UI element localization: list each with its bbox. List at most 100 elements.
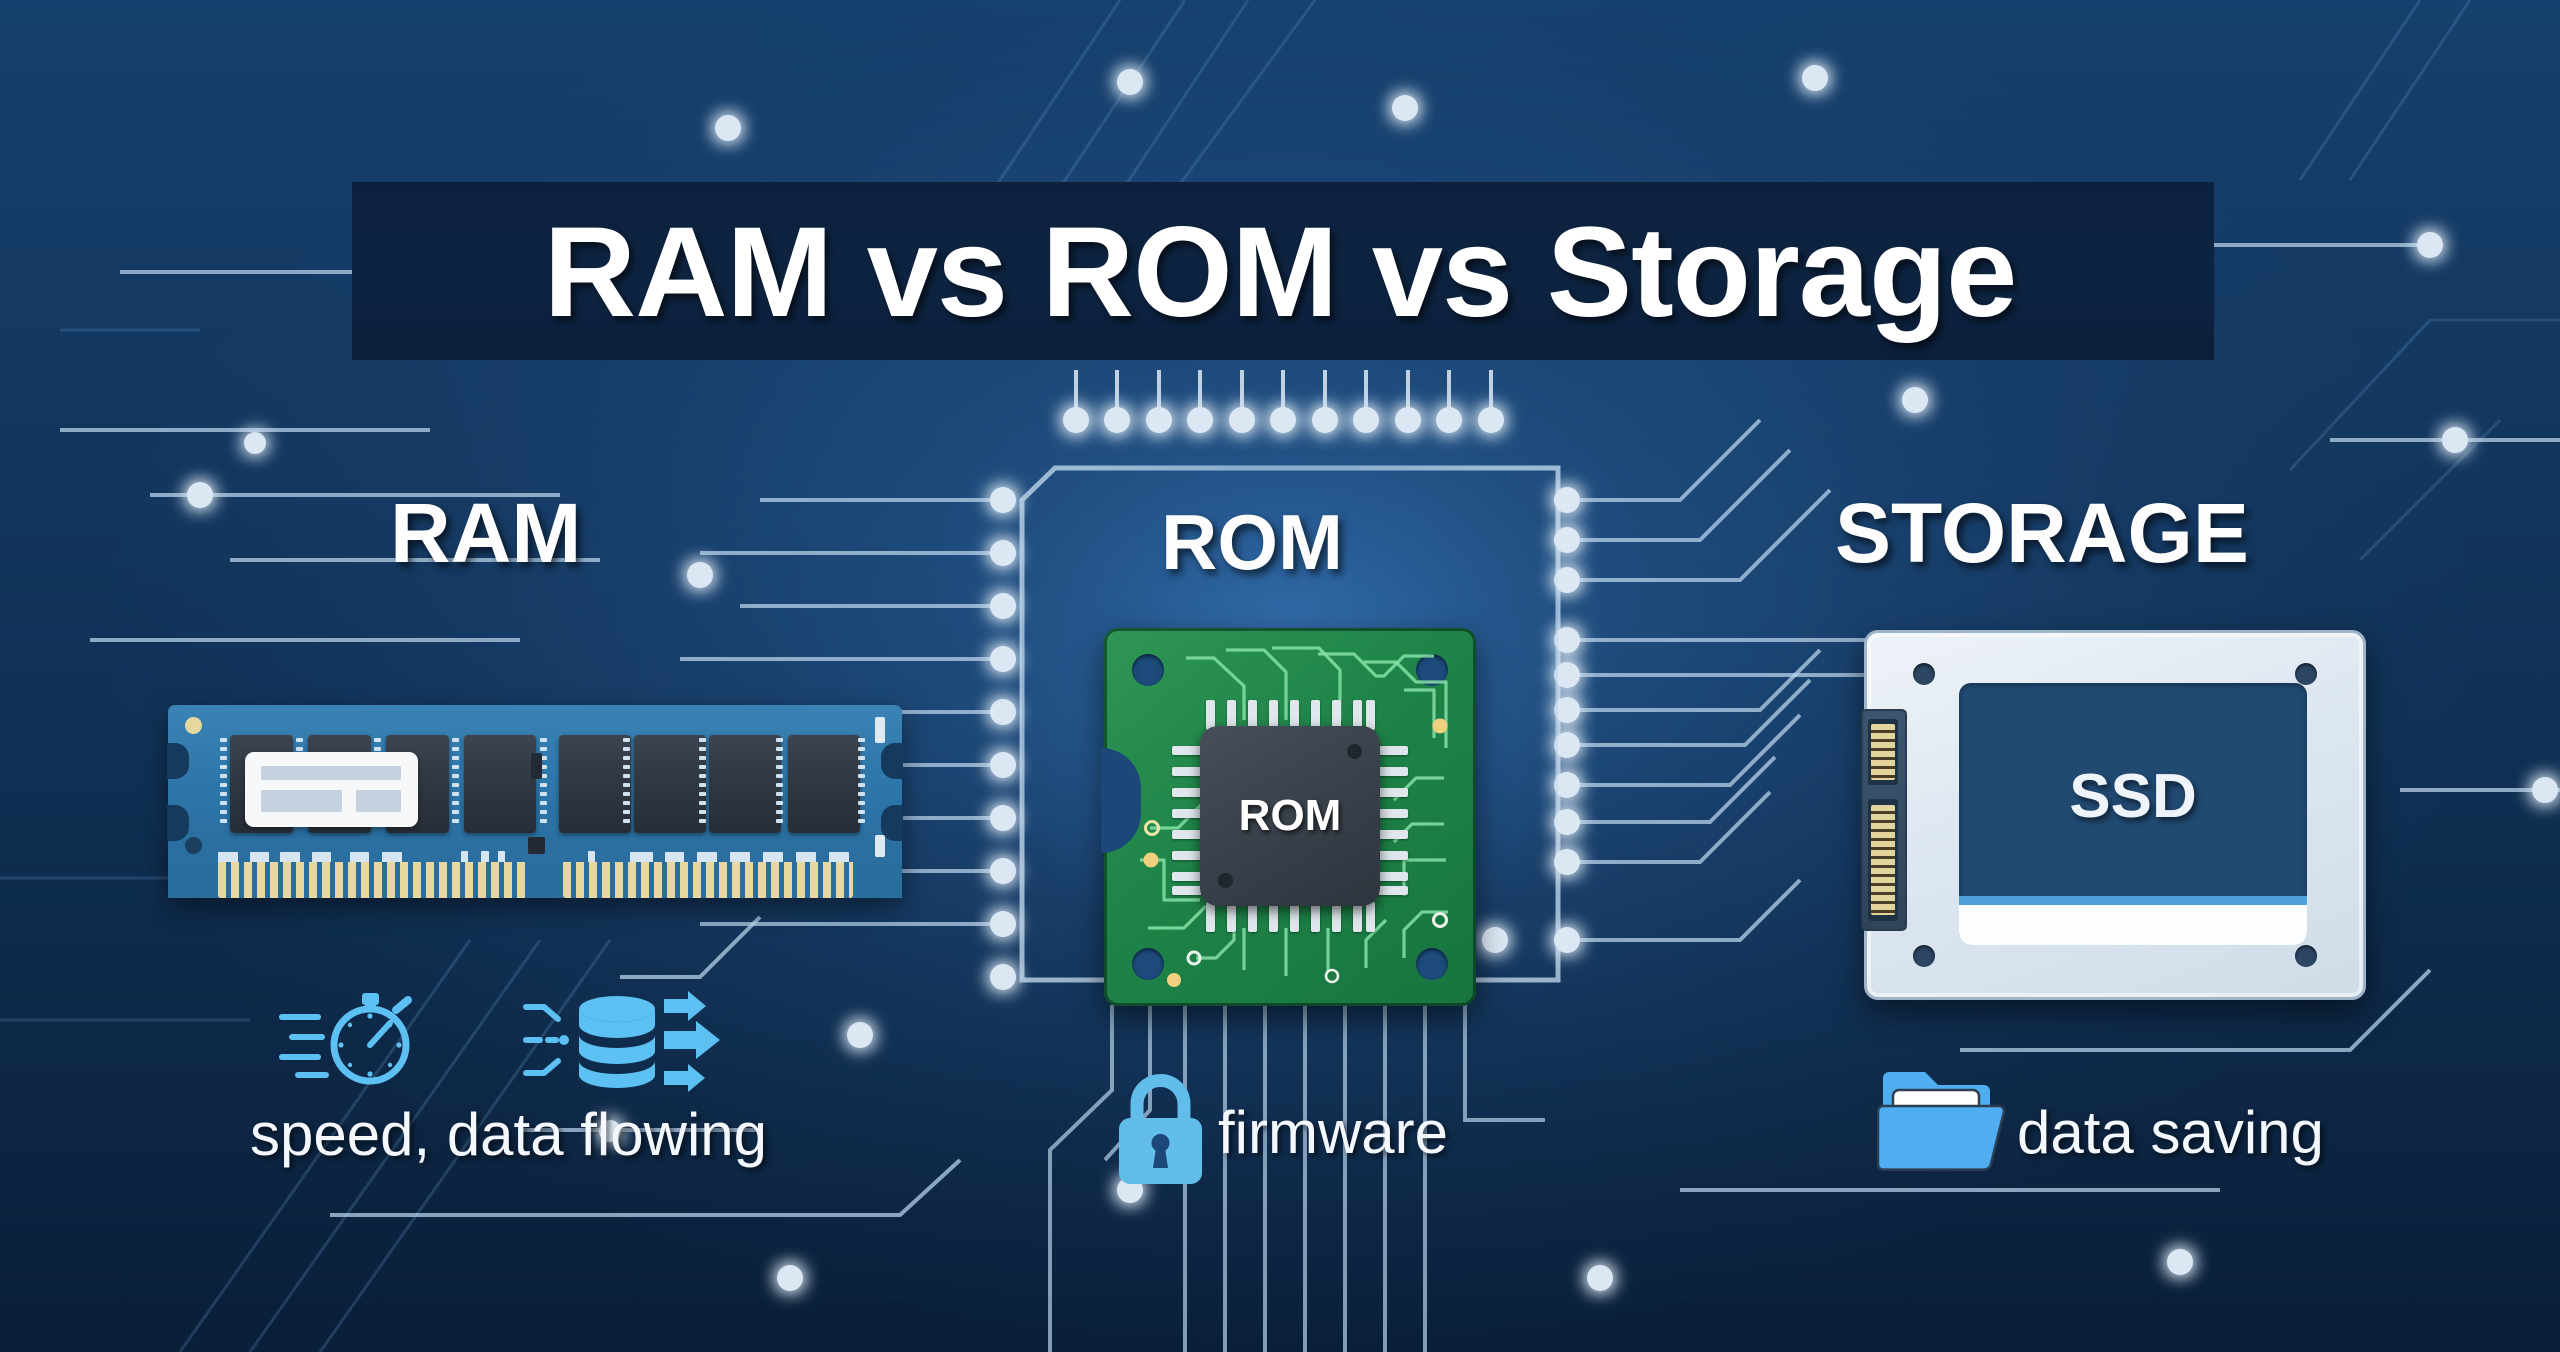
ram-smd <box>250 852 269 863</box>
rom-chip-pin <box>1378 788 1408 797</box>
column-heading-rom: ROM <box>1161 498 1343 586</box>
page-title: RAM vs ROM vs Storage <box>543 200 2018 344</box>
rom-chip-pin <box>1332 902 1341 932</box>
open-folder-icon <box>1877 1072 2006 1171</box>
rom-chip-pin <box>1227 700 1236 730</box>
ssd-label-stripe <box>1959 896 2307 905</box>
rom-chip-pin <box>1311 700 1320 730</box>
ram-notch-right-top <box>881 743 903 779</box>
ram-key-notch <box>536 862 553 898</box>
ram-screw-hole-left-lower <box>185 837 202 854</box>
ram-marker-right-bottom <box>875 835 885 857</box>
caption-ram: speed, data flowing <box>250 1101 768 1168</box>
ram-small-ic <box>528 837 545 854</box>
rom-mounting-hole <box>1416 948 1448 980</box>
rom-chip-die: ROM <box>1200 726 1380 906</box>
rom-chip-pin <box>1172 872 1202 881</box>
caption-storage: data saving <box>2017 1099 2324 1166</box>
ram-smd <box>461 851 468 864</box>
rom-chip-pin <box>1378 809 1408 818</box>
ram-smd <box>665 852 684 863</box>
rom-chip-pin <box>1172 809 1202 818</box>
ram-small-ic <box>531 753 542 779</box>
rom-chip-pin <box>1378 830 1408 839</box>
rom-chip-label: ROM <box>1238 791 1342 840</box>
ram-smd <box>350 852 369 863</box>
ram-sticker-label <box>245 752 418 827</box>
rom-chip-pin <box>1332 700 1341 730</box>
rom-chip-pin <box>1290 902 1299 932</box>
rom-chip-pin <box>1248 902 1257 932</box>
column-heading-storage: STORAGE <box>1835 486 2249 580</box>
ssd-illustration: SSD <box>1861 630 2366 1000</box>
stopwatch-icon <box>279 993 412 1085</box>
rom-chip-pin <box>1269 902 1278 932</box>
rom-mounting-hole <box>1132 948 1164 980</box>
ram-chip <box>559 735 631 833</box>
rom-chip-pin <box>1248 700 1257 730</box>
ram-smd <box>630 852 653 863</box>
rom-chip-pin <box>1206 902 1215 932</box>
ssd-power-pins <box>1871 724 1895 780</box>
data-flow-icon <box>523 991 720 1092</box>
rom-mounting-hole <box>1132 654 1164 686</box>
ram-label-bar <box>261 766 401 780</box>
ram-smd <box>218 852 238 863</box>
ram-chip-pins <box>452 738 459 830</box>
ram-module-illustration <box>167 705 903 898</box>
ram-chip <box>709 735 781 833</box>
rom-chip-pin <box>1227 902 1236 932</box>
ram-gold-contacts-left <box>218 862 528 898</box>
rom-chip-pin <box>1172 886 1202 895</box>
caption-rom: firmware <box>1218 1099 1449 1166</box>
ram-smd <box>730 852 750 863</box>
ram-chip-pins <box>858 738 865 830</box>
rom-chip-pin <box>1172 746 1202 755</box>
ram-smd <box>796 852 816 863</box>
ram-gold-contacts-right <box>563 862 853 898</box>
rom-chip-pin <box>1311 902 1320 932</box>
ram-smd <box>312 852 331 863</box>
ram-smd <box>697 852 717 863</box>
rom-chip-pin <box>1172 830 1202 839</box>
rom-chip-pin <box>1378 886 1408 895</box>
ssd-data-pins <box>1871 805 1895 915</box>
ssd-label-white-band <box>1959 905 2307 945</box>
column-heading-ram: RAM <box>390 486 582 580</box>
ram-notch-right-bottom <box>881 805 903 841</box>
ram-smd <box>588 851 595 864</box>
rom-chip-pin <box>1290 700 1299 730</box>
circuit-nodes <box>187 65 2558 1291</box>
ram-smd <box>382 852 402 863</box>
ram-label-bar <box>261 790 342 812</box>
ram-chip-pins <box>623 738 630 830</box>
ssd-label-panel: SSD <box>1959 683 2307 945</box>
ssd-screw-hole <box>1913 945 1935 967</box>
ssd-screw-hole <box>2295 663 2317 685</box>
ram-chip-pins <box>540 738 547 830</box>
ssd-sata-connector <box>1861 709 1907 931</box>
rom-chip-pin <box>1366 700 1375 730</box>
ram-label-bar <box>356 790 401 812</box>
ssd-label-text: SSD <box>2069 762 2197 831</box>
rom-chip-pin <box>1378 851 1408 860</box>
rom-chip-pin <box>1378 872 1408 881</box>
ram-screw-hole-left <box>185 717 202 734</box>
ram-chip <box>634 735 706 833</box>
rom-chip-pin <box>1172 767 1202 776</box>
rom-die-marker <box>1218 873 1233 888</box>
rom-chip-pin <box>1269 700 1278 730</box>
title-banner <box>352 182 2214 360</box>
rom-die-marker <box>1347 744 1362 759</box>
ssd-screw-hole <box>2295 945 2317 967</box>
rom-board-illustration: ROM <box>1101 628 1476 1006</box>
rom-chip-pin <box>1366 902 1375 932</box>
rom-chip-pin <box>1172 788 1202 797</box>
rom-chip-pin <box>1353 902 1362 932</box>
rom-chip-pin <box>1206 700 1215 730</box>
padlock-icon <box>1119 1074 1202 1184</box>
ram-smd <box>280 852 300 863</box>
ram-chip <box>788 735 860 833</box>
ram-smd <box>481 851 489 864</box>
